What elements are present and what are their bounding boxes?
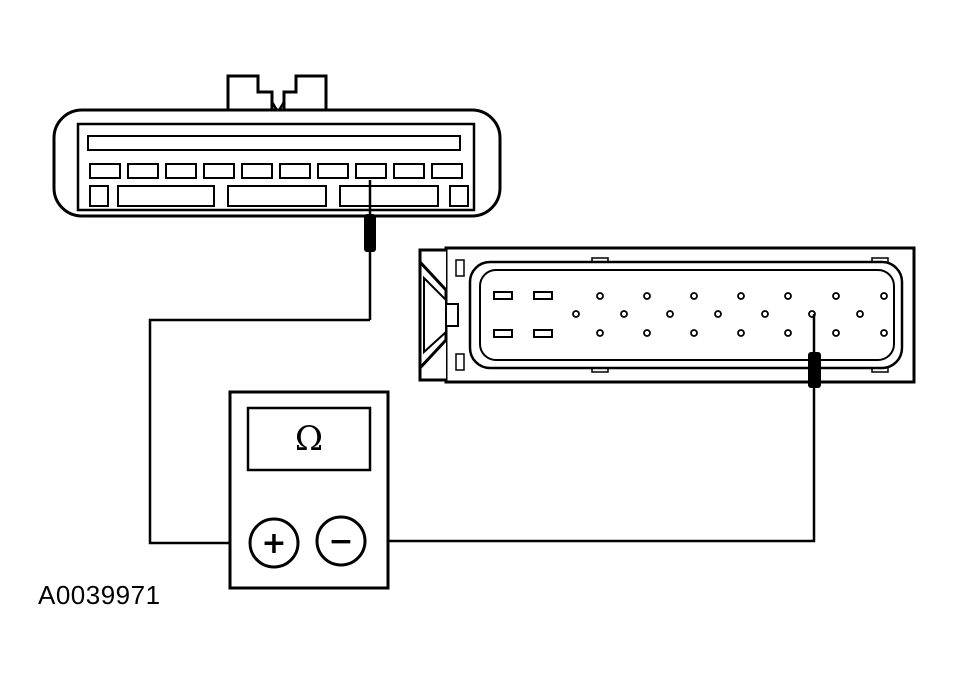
upper-connector [52,74,502,218]
meter-display [246,406,372,472]
negative-lead-wire [364,420,816,543]
right-connector [418,246,916,384]
figure-reference-number: A0039971 [38,580,161,610]
ohmmeter: Ω + − [228,390,390,590]
cavity-row [89,163,463,179]
minus-terminal [315,515,367,567]
plus-symbol: + [261,526,286,561]
minus-symbol: − [328,524,353,559]
negative-probe [808,314,821,420]
positive-probe [364,180,376,320]
ohm-symbol: Ω [295,419,323,459]
connector-locking-tab [226,74,328,112]
positive-lead-wire [148,318,370,545]
plus-terminal [248,517,300,569]
